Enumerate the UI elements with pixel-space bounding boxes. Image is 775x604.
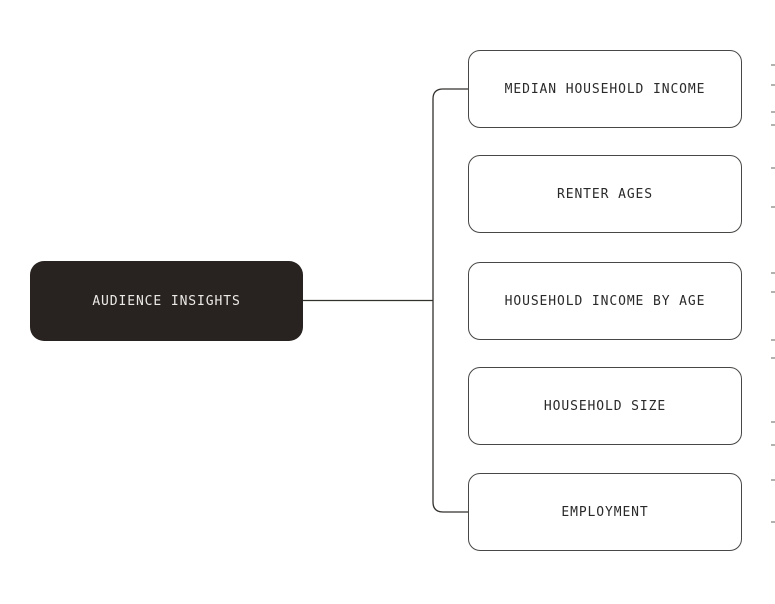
cut-off-fragment (771, 291, 775, 293)
node-label: MEDIAN HOUSEHOLD INCOME (504, 81, 706, 97)
node-employment[interactable]: EMPLOYMENT (468, 473, 742, 551)
cut-off-fragment (771, 444, 775, 446)
node-audience-insights[interactable]: AUDIENCE INSIGHTS (30, 261, 303, 341)
cut-off-fragment (771, 64, 775, 66)
cut-off-fragment (771, 167, 775, 169)
cut-off-fragment (771, 272, 775, 274)
cut-off-fragment (771, 339, 775, 341)
cut-off-fragment (771, 521, 775, 523)
connector-trunk-with-branches (432, 88, 468, 513)
node-median-household-income[interactable]: MEDIAN HOUSEHOLD INCOME (468, 50, 742, 128)
node-household-size[interactable]: HOUSEHOLD SIZE (468, 367, 742, 445)
cut-off-fragment (771, 111, 775, 113)
cut-off-fragment (771, 124, 775, 126)
node-label: AUDIENCE INSIGHTS (92, 293, 241, 309)
node-label: EMPLOYMENT (561, 504, 649, 520)
cut-off-fragment (771, 479, 775, 481)
node-label: HOUSEHOLD SIZE (543, 398, 667, 414)
cut-off-fragment (771, 357, 775, 359)
node-label: RENTER AGES (557, 186, 653, 202)
cut-off-fragment (771, 84, 775, 86)
node-label: HOUSEHOLD INCOME BY AGE (504, 293, 706, 309)
node-renter-ages[interactable]: RENTER AGES (468, 155, 742, 233)
node-household-income-by-age[interactable]: HOUSEHOLD INCOME BY AGE (468, 262, 742, 340)
cut-off-fragment (771, 206, 775, 208)
cut-off-fragment (771, 421, 775, 423)
